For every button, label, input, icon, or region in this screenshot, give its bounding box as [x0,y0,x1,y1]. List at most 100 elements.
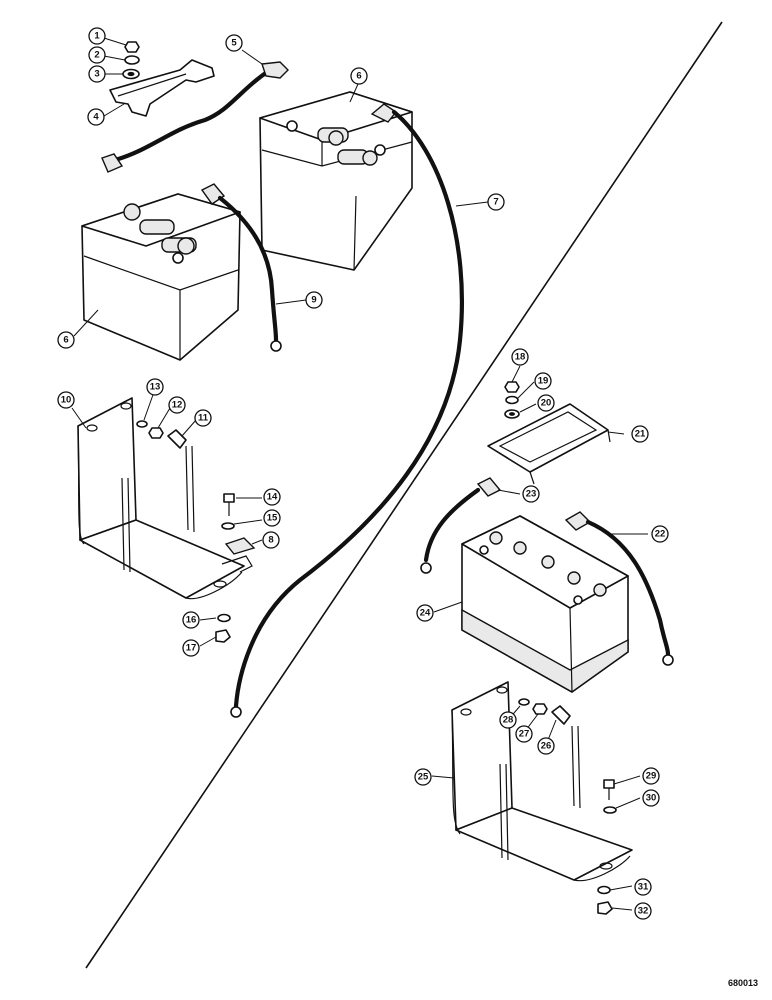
hardware-nut-12 [148,427,164,439]
svg-text:16: 16 [186,615,197,626]
callout-16: 16 [182,611,200,629]
svg-text:6: 6 [356,71,361,82]
svg-text:26: 26 [541,741,552,752]
hardware-washer-2 [124,55,140,65]
hardware-washer-13 [136,420,148,428]
hardware-nut-27 [532,703,548,715]
callout-9: 9 [305,291,323,309]
hardware-washer-3 [122,68,140,80]
callout-24: 24 [416,604,434,622]
callout-22: 22 [651,525,669,543]
callout-28: 28 [499,711,517,729]
callout-11: 11 [194,409,212,427]
svg-text:10: 10 [61,395,72,406]
svg-text:25: 25 [418,772,429,783]
callout-10: 10 [57,391,75,409]
callout-7: 7 [487,193,505,211]
svg-text:9: 9 [311,295,316,306]
callout-5: 5 [225,34,243,52]
pad-8 [224,537,256,555]
callout-8: 8 [262,531,280,549]
callout-25: 25 [414,768,432,786]
callout-3: 3 [88,65,106,83]
callout-29: 29 [642,767,660,785]
hardware-bolt-14 [223,493,235,516]
battery-lower-left [81,193,241,361]
svg-text:2: 2 [94,50,99,61]
battery-cable-22 [564,511,674,666]
callout-23: 23 [522,485,540,503]
battery-cable-23 [420,477,502,574]
hardware-bolt-26 [551,705,571,725]
battery-cable-short [101,61,289,173]
svg-text:17: 17 [186,643,197,654]
svg-text:3: 3 [94,69,99,80]
hardware-washer-16 [217,613,231,623]
callout-18: 18 [511,348,529,366]
svg-text:18: 18 [515,352,526,363]
battery-tray-left [77,397,253,600]
hardware-washer-28 [518,698,530,706]
svg-text:28: 28 [503,715,514,726]
hardware-nut-18 [504,381,520,393]
callout-leaders [71,37,648,911]
hardware-bolt-29 [603,779,615,800]
hardware-nut-1 [124,41,140,53]
battery-cable-long [230,103,465,718]
hardware-nut-17 [215,629,231,643]
callout-17: 17 [182,639,200,657]
callout-27: 27 [515,725,533,743]
svg-text:21: 21 [635,429,646,440]
svg-text:19: 19 [538,376,549,387]
svg-text:7: 7 [493,197,498,208]
battery-cable-9 [200,183,282,352]
callout-30: 30 [642,789,660,807]
svg-text:20: 20 [541,398,552,409]
callout-32: 32 [634,902,652,920]
svg-text:11: 11 [198,413,209,424]
svg-text:30: 30 [646,793,657,804]
callout-21: 21 [631,425,649,443]
svg-text:13: 13 [150,382,161,393]
callout-31: 31 [634,878,652,896]
svg-text:22: 22 [655,529,666,540]
svg-text:8: 8 [268,535,273,546]
callout-12: 12 [168,396,186,414]
hold-down-frame-right [487,403,611,485]
hold-down-clamp-left [109,59,215,117]
callout-6-lower: 6 [57,331,75,349]
callout-2: 2 [88,46,106,64]
hardware-bolt-11 [167,429,187,449]
callout-14: 14 [263,488,281,506]
callout-1: 1 [88,27,106,45]
reference-code: 680013 [727,978,758,988]
callout-4: 4 [87,108,105,126]
battery-right [461,515,629,693]
svg-text:31: 31 [638,882,649,893]
svg-text:32: 32 [638,906,649,917]
callout-26: 26 [537,737,555,755]
battery-tray-right [451,681,633,882]
svg-text:24: 24 [420,608,431,619]
svg-text:23: 23 [526,489,537,500]
callout-15: 15 [263,509,281,527]
divider-line [85,21,723,969]
callout-13: 13 [146,378,164,396]
callout-20: 20 [537,394,555,412]
hardware-washer-30 [603,806,617,814]
svg-text:29: 29 [646,771,657,782]
svg-text:1: 1 [94,31,100,42]
svg-text:27: 27 [519,729,530,740]
svg-text:5: 5 [231,38,237,49]
svg-text:4: 4 [93,112,99,123]
hardware-washer-31 [597,885,611,895]
svg-text:6: 6 [63,335,68,346]
hardware-washer-20 [504,409,520,419]
callout-19: 19 [534,372,552,390]
callout-6-upper: 6 [350,67,368,85]
svg-text:15: 15 [267,513,278,524]
hardware-nut-32 [597,901,613,915]
svg-text:12: 12 [172,400,183,411]
hardware-washer-15 [221,522,235,530]
